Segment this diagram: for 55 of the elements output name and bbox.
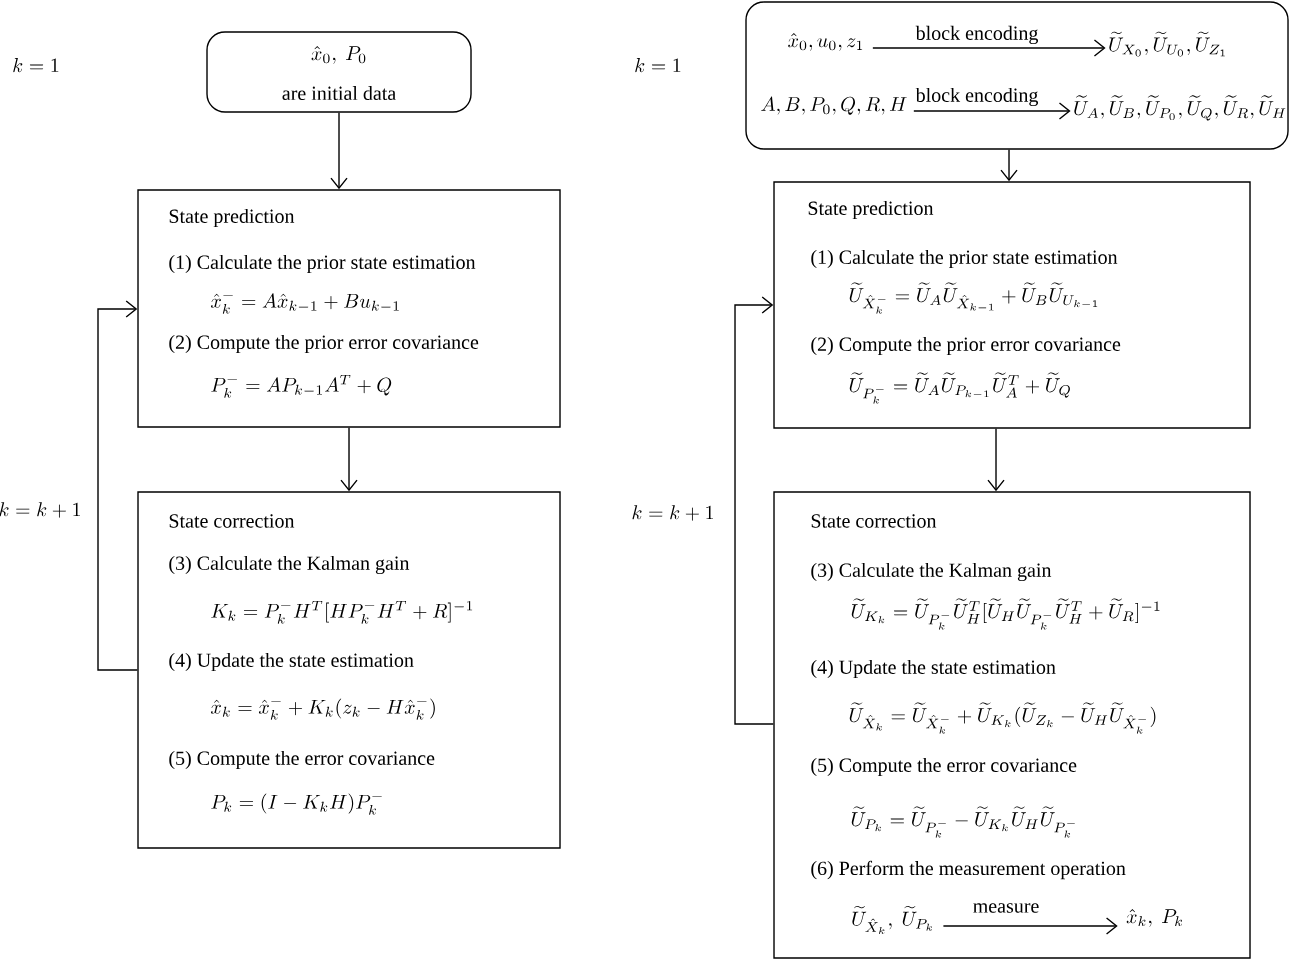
step-text: (2) Compute the prior error covariance [169,334,479,354]
step-text: (6) Perform the measurement operation [811,860,1126,880]
formula: $\widetilde{U}_{\hat{X}_k^-} = \widetilde{U}_A\widetilde{U}_{\hat{X}_{k-1}} + \widetilde{U}_B\widetilde{U}_{U_{k-1}}$ [849,282,1098,314]
step-text: (5) Compute the error covariance [169,750,435,770]
step-text: are initial data [282,85,396,100]
arrow [872,39,1106,57]
formula: $\hat{x}_0,\ P_0$ [311,46,366,64]
edge-label: measure [973,903,1039,913]
step-text: (3) Calculate the Kalman gain [811,562,1052,582]
formula: $\hat{x}_k^- = A\hat{x}_{k-1} + Bu_{k-1}$ [211,293,399,314]
formula: $\widetilde{U}_{P_k^-} = \widetilde{U}_A\widetilde{U}_{P_{k-1}}\widetilde{U}_A^T + \widetilde{U}_Q$ [849,372,1070,404]
edge-label: block encoding [915,25,1039,45]
arrow [97,300,138,671]
formula: $\hat{x}_0, u_0, z_1$ [788,33,863,51]
rounded-box [206,31,472,113]
arrow [913,102,1071,120]
process-box [137,491,561,849]
arrow [1000,149,1018,182]
formula: $P_k = (I - K_k H)P_k^-$ [211,793,382,815]
formula: $\widetilde{U}_{P_k} = \widetilde{U}_{P_k^-} - \widetilde{U}_{K_k}\widetilde{U}_H\widetilde{U}_{P_k^-}$ [851,806,1075,838]
formula: $\widetilde{U}_{\hat{X}_k} = \widetilde{U}_{\hat{X}_k^-} + \widetilde{U}_{K_k}(\widetilde{U}_{Z_k} - \widetilde{U}_H\widetilde{U}_{\hat{X}_k^-})$ [849,702,1156,734]
arrow [340,427,358,492]
formula: $P_k^- = AP_{k-1}A^T + Q$ [211,374,392,398]
step-text: (3) Calculate the Kalman gain [169,555,410,575]
step-text: (4) Update the state estimation [169,652,414,672]
step-text: (1) Calculate the prior state estimation [169,254,476,274]
box-heading: State prediction [808,200,934,220]
arrow [330,112,348,190]
step-text: (1) Calculate the prior state estimation [811,249,1118,269]
formula: $\widetilde{U}_A, \widetilde{U}_B, \widetilde{U}_{P_0}, \widetilde{U}_Q, \widetilde{U}_R, \widetilde{U}_H$ [1074,95,1286,121]
box-heading: State correction [811,514,937,528]
box-heading: State prediction [169,208,295,228]
formula: $\widetilde{U}_{X_0}, \widetilde{U}_{U_0}, \widetilde{U}_{Z_1}$ [1109,31,1225,57]
edge-label: block encoding [915,87,1039,107]
arrow [942,917,1118,935]
process-box [773,491,1251,959]
arrow [987,428,1005,492]
step-text: (2) Compute the prior error covariance [811,336,1121,356]
formula: $\widetilde{U}_{\hat{X}_k},\ \widetilde{U}_{P_k}$ [852,906,932,935]
formula: $K_k = P_k^- H^T[HP_k^- H^T + R]^{-1}$ [211,600,473,624]
step-text: (5) Compute the error covariance [811,757,1077,777]
edge-label: $k = k + 1$ [0,502,80,518]
arrow [734,296,774,725]
edge-label: $k = k + 1$ [632,505,713,521]
formula: $A, B, P_0, Q, R, H$ [761,96,907,115]
loop-start-label: $k = 1$ [13,58,59,73]
rounded-box [745,1,1289,150]
formula: $\hat{x}_k,\ P_k$ [1126,909,1183,927]
process-box [773,181,1251,429]
step-text: (4) Update the state estimation [811,659,1056,679]
process-box [137,189,561,428]
loop-start-label: $k = 1$ [635,58,681,73]
box-heading: State correction [169,514,295,528]
formula: $\hat{x}_k = \hat{x}_k^- + K_k(z_k - H\hat{x}_k^-)$ [211,698,435,720]
formula: $\widetilde{U}_{K_k} = \widetilde{U}_{P_k^-}\widetilde{U}_H^T[\widetilde{U}_H\widetilde{U}_{P_k^-}\widetilde{U}_H^T + \widetilde{U}_R]^{-1}$ [851,598,1160,630]
